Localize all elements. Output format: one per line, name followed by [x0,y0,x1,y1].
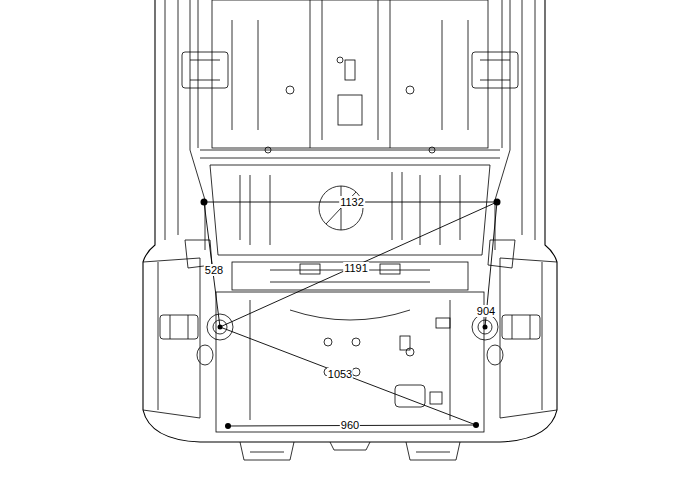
dimension-value: 1191 [343,262,369,274]
body-structure [143,0,557,460]
dimension-value: 1053 [327,368,353,380]
dimension-value: 904 [476,305,496,317]
measuring-points [201,199,501,430]
dimension-value: 960 [340,419,360,431]
dimension-lines [204,202,497,426]
dimension-value: 1132 [339,196,365,208]
dimension-value: 528 [204,264,224,276]
